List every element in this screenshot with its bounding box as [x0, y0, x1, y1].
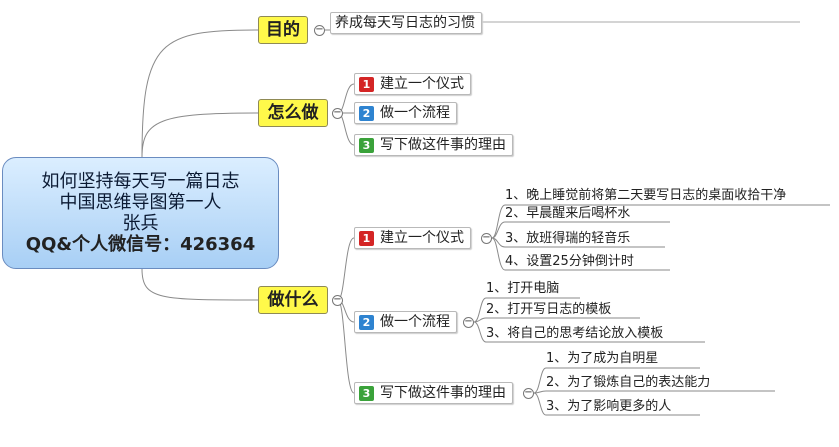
number-3-icon: 3: [359, 137, 374, 153]
leaf-item[interactable]: 1、打开电脑: [486, 281, 560, 296]
leaf-item[interactable]: 3、将自己的思考结论放入模板: [486, 326, 664, 341]
collapse-icon[interactable]: −: [463, 316, 474, 328]
subtopic-label: 做一个流程: [380, 314, 450, 330]
subtopic-label: 写下做这件事的理由: [380, 137, 506, 153]
leaf-item[interactable]: 3、为了影响更多的人: [546, 399, 672, 414]
leaf-item[interactable]: 1、晚上睡觉前将第二天要写日志的桌面收拾干净: [505, 188, 787, 203]
collapse-icon[interactable]: −: [332, 294, 343, 306]
subtopic-how-2[interactable]: 2 做一个流程: [354, 102, 457, 124]
leaf-item[interactable]: 1、为了成为自明星: [546, 351, 659, 366]
subtopic-purpose[interactable]: 养成每天写日志的习惯: [330, 12, 482, 34]
subtopic-what-2[interactable]: 2 做一个流程: [354, 311, 457, 333]
number-2-icon: 2: [359, 105, 374, 121]
subtopic-label: 养成每天写日志的习惯: [335, 15, 475, 31]
subtopic-what-3[interactable]: 3 写下做这件事的理由: [354, 382, 513, 404]
number-1-icon: 1: [359, 230, 374, 246]
number-3-icon: 3: [359, 385, 374, 401]
central-topic-title: 如何坚持每天写一篇日志: [41, 170, 240, 192]
main-topic-label: 做什么: [267, 290, 319, 310]
collapse-icon[interactable]: −: [481, 232, 492, 244]
subtopic-how-1[interactable]: 1 建立一个仪式: [354, 73, 471, 95]
leaf-item[interactable]: 2、打开写日志的模板: [486, 302, 612, 317]
main-topic-how[interactable]: 怎么做: [258, 99, 328, 127]
main-topic-purpose[interactable]: 目的: [258, 16, 308, 44]
subtopic-what-1[interactable]: 1 建立一个仪式: [354, 227, 471, 249]
leaf-item[interactable]: 3、放班得瑞的轻音乐: [505, 231, 631, 246]
leaf-item[interactable]: 4、设置25分钟倒计时: [505, 254, 634, 269]
leaf-item[interactable]: 2、早晨醒来后喝杯水: [505, 206, 631, 221]
central-topic-author: 张兵: [122, 212, 159, 234]
subtopic-label: 建立一个仪式: [380, 230, 464, 246]
main-topic-what[interactable]: 做什么: [258, 286, 328, 314]
number-2-icon: 2: [359, 314, 374, 330]
main-topic-label: 目的: [266, 20, 300, 40]
subtopic-label: 建立一个仪式: [380, 76, 464, 92]
collapse-icon[interactable]: −: [523, 387, 534, 399]
subtopic-label: 做一个流程: [380, 105, 450, 121]
central-topic-subtitle: 中国思维导图第一人: [59, 191, 222, 213]
number-1-icon: 1: [359, 76, 374, 92]
collapse-icon[interactable]: −: [332, 107, 343, 119]
collapse-icon[interactable]: −: [314, 24, 325, 36]
central-topic-contact: QQ&个人微信号：426364: [25, 233, 256, 255]
subtopic-how-3[interactable]: 3 写下做这件事的理由: [354, 134, 513, 156]
main-topic-label: 怎么做: [267, 103, 319, 123]
leaf-item[interactable]: 2、为了锻炼自己的表达能力: [546, 375, 711, 390]
subtopic-label: 写下做这件事的理由: [380, 385, 506, 401]
central-topic[interactable]: 如何坚持每天写一篇日志 中国思维导图第一人 张兵 QQ&个人微信号：426364: [2, 157, 279, 269]
